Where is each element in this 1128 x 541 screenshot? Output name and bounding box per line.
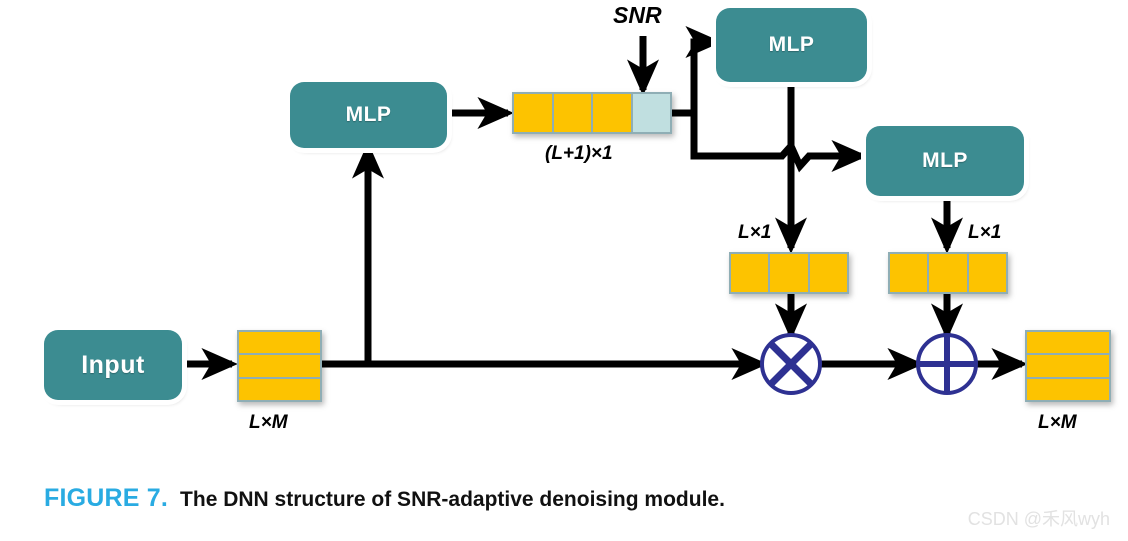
dim-label-output-matrix: L×M — [1038, 412, 1077, 433]
block-mlp-right[interactable]: MLP — [866, 126, 1024, 196]
figure-number: FIGURE 7. — [44, 484, 169, 512]
tensor-feature-vector — [512, 92, 672, 134]
tensor-scale-vector — [729, 252, 849, 294]
tensor-input-matrix — [237, 330, 322, 402]
matrix-cell — [1025, 353, 1111, 379]
vector-cell — [729, 252, 771, 294]
matrix-cell — [237, 353, 322, 379]
vector-cell — [807, 252, 849, 294]
tensor-shift-vector — [888, 252, 1008, 294]
vector-cell — [927, 252, 969, 294]
tensor-output-matrix — [1025, 330, 1111, 402]
matrix-cell — [1025, 330, 1111, 356]
matrix-cell — [237, 330, 322, 356]
matrix-cell — [1025, 376, 1111, 402]
block-input-label: Input — [81, 350, 145, 379]
edge-vector-to-mlp-top — [672, 25, 722, 117]
vector-cell — [768, 252, 810, 294]
block-input[interactable]: Input — [44, 330, 182, 400]
dim-label-scale-vector: L×1 — [738, 222, 772, 243]
vector-cell — [512, 92, 554, 134]
dim-label-shift-vector: L×1 — [968, 222, 1002, 243]
operator-multiply — [760, 333, 822, 395]
vector-cell — [551, 92, 593, 134]
block-mlp-top[interactable]: MLP — [716, 8, 867, 82]
vector-cell — [591, 92, 633, 134]
vector-cell — [966, 252, 1008, 294]
block-mlp-right-label: MLP — [922, 149, 968, 172]
edge-vector-to-mlp-right — [672, 109, 868, 173]
block-mlp-left-label: MLP — [345, 103, 392, 126]
vector-cell — [888, 252, 930, 294]
dim-label-input-matrix: L×M — [249, 412, 288, 433]
vector-cell-snr — [630, 92, 672, 134]
dim-label-feature-vector: (L+1)×1 — [545, 143, 613, 164]
block-mlp-left[interactable]: MLP — [290, 82, 447, 148]
operator-add — [916, 333, 978, 395]
figure-caption-text: The DNN structure of SNR-adaptive denois… — [180, 488, 725, 511]
watermark-text: CSDN @禾风wyh — [967, 509, 1110, 529]
figure-caption: FIGURE 7. The DNN structure of SNR-adapt… — [44, 484, 725, 513]
snr-input-label: SNR — [613, 2, 662, 28]
matrix-cell — [237, 376, 322, 402]
block-mlp-top-label: MLP — [768, 33, 815, 56]
diagram-canvas — [182, 25, 1028, 395]
